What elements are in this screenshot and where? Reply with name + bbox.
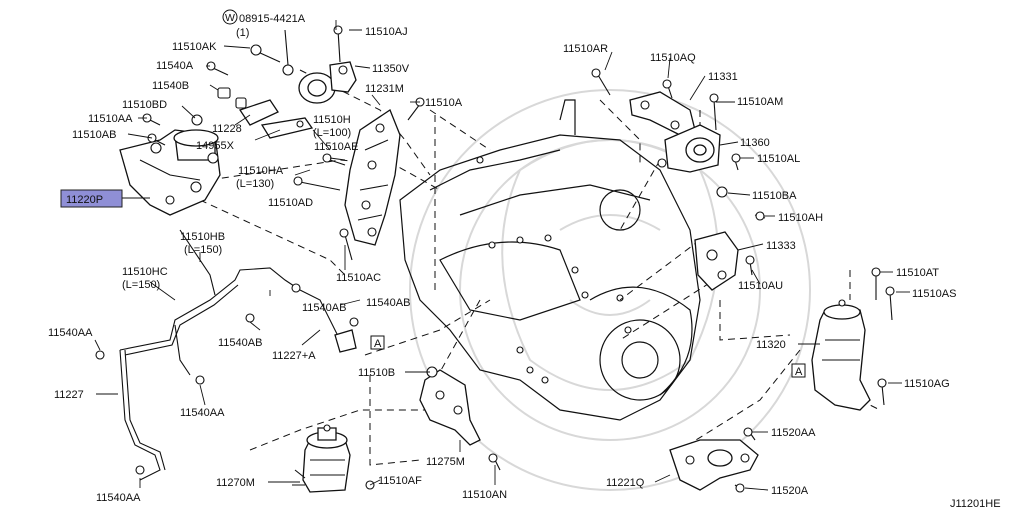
vacuum-tube-11227[interactable] — [95, 229, 359, 481]
part-labels: W 08915-4421A (1) 11510AJ 11510AK 11540A… — [48, 9, 1001, 510]
ref-mark-a-left: A — [370, 335, 385, 350]
label-11510hc: 11510HC — [122, 266, 168, 278]
label-11510aj: 11510AJ — [365, 26, 408, 38]
label-11510ah: 11510AH — [778, 212, 823, 224]
label-11540a: 11540A — [156, 60, 194, 72]
ref-mark-a-right: A — [791, 363, 806, 378]
mount-11320[interactable] — [811, 267, 895, 411]
label-11360: 11360 — [740, 137, 770, 149]
svg-text:W: W — [225, 12, 235, 24]
label-11270m: 11270M — [216, 477, 255, 489]
label-washer-qty: (1) — [236, 27, 249, 39]
label-11540aa-2: 11540AA — [180, 407, 225, 419]
label-11350v: 11350V — [372, 63, 410, 75]
bracket-11275m[interactable] — [419, 366, 501, 471]
label-11510hb: 11510HB — [180, 231, 225, 243]
label-11510ha-len: (L=130) — [236, 178, 274, 190]
label-11510ag: 11510AG — [904, 378, 950, 390]
front-mount-11270m[interactable] — [292, 424, 375, 493]
label-11510hb-len: (L=150) — [184, 244, 222, 256]
label-11275m: 11275M — [426, 456, 465, 468]
bracket-11331[interactable] — [591, 68, 719, 136]
label-11510ba: 11510BA — [752, 190, 797, 202]
label-11510au: 11510AU — [738, 280, 783, 292]
label-11221q: 11221Q — [606, 477, 645, 489]
label-11227: 11227 — [54, 389, 84, 401]
label-14955x: 14955X — [196, 140, 235, 152]
label-11540aa-3: 11540AA — [96, 492, 141, 504]
label-11540b: 11540B — [152, 80, 189, 92]
label-11331: 11331 — [708, 71, 738, 83]
label-11510as: 11510AS — [912, 288, 956, 300]
highlighted-part-11220p[interactable]: 11220P — [60, 189, 123, 208]
svg-text:A: A — [374, 338, 382, 350]
mount-bracket-11220p[interactable] — [119, 129, 221, 216]
label-11320: 11320 — [756, 339, 786, 351]
label-11520a: 11520A — [771, 485, 809, 497]
label-11510at: 11510AT — [896, 267, 939, 279]
label-11333: 11333 — [766, 240, 796, 252]
label-11510af: 11510AF — [378, 475, 422, 487]
bracket-11333[interactable] — [694, 186, 766, 291]
label-11510aq: 11510AQ — [650, 52, 696, 64]
label-11510ab: 11510AB — [72, 129, 116, 141]
label-11510ad: 11510AD — [268, 197, 313, 209]
label-11540ab-3: 11540AB — [218, 337, 262, 349]
label-11510aa: 11510AA — [88, 113, 133, 125]
label-11510am: 11510AM — [737, 96, 783, 108]
label-11510ak: 11510AK — [172, 41, 217, 53]
bracket-11221q[interactable] — [669, 427, 759, 493]
torque-rod-11350v[interactable] — [250, 25, 357, 104]
label-11540aa-1: 11540AA — [48, 327, 93, 339]
diagram-code: J11201HE — [950, 498, 1001, 510]
label-11510b: 11510B — [358, 367, 395, 379]
bracket-11231m[interactable] — [293, 97, 425, 261]
label-11510h-len: (L=100) — [313, 127, 351, 139]
leader-lines — [94, 20, 910, 491]
label-11510ar: 11510AR — [563, 43, 608, 55]
svg-text:11220P: 11220P — [66, 194, 103, 206]
label-11227a: 11227+A — [272, 350, 316, 362]
label-11510hc-len: (L=150) — [122, 279, 160, 291]
label-11510ae: 11510AE — [314, 141, 358, 153]
label-11510an: 11510AN — [462, 489, 507, 501]
label-11510ha: 11510HA — [238, 165, 284, 177]
svg-text:A: A — [795, 366, 803, 378]
label-washer-part: 08915-4421A — [239, 13, 306, 25]
mount-11360[interactable] — [657, 124, 741, 173]
label-11510h: 11510H — [313, 114, 351, 126]
label-11231m: 11231M — [365, 83, 404, 95]
label-11520aa: 11520AA — [771, 427, 816, 439]
label-11540ab-1: 11540AB — [302, 302, 346, 314]
engine-block — [399, 99, 701, 421]
label-11228: 11228 — [212, 123, 242, 135]
label-11510bd: 11510BD — [122, 99, 167, 111]
label-11510ac: 11510AC — [336, 272, 381, 284]
label-11510a: 11510A — [425, 97, 463, 109]
label-11540ab-2: 11540AB — [366, 297, 410, 309]
label-11510al: 11510AL — [757, 153, 800, 165]
bracket-11228[interactable] — [238, 99, 314, 139]
